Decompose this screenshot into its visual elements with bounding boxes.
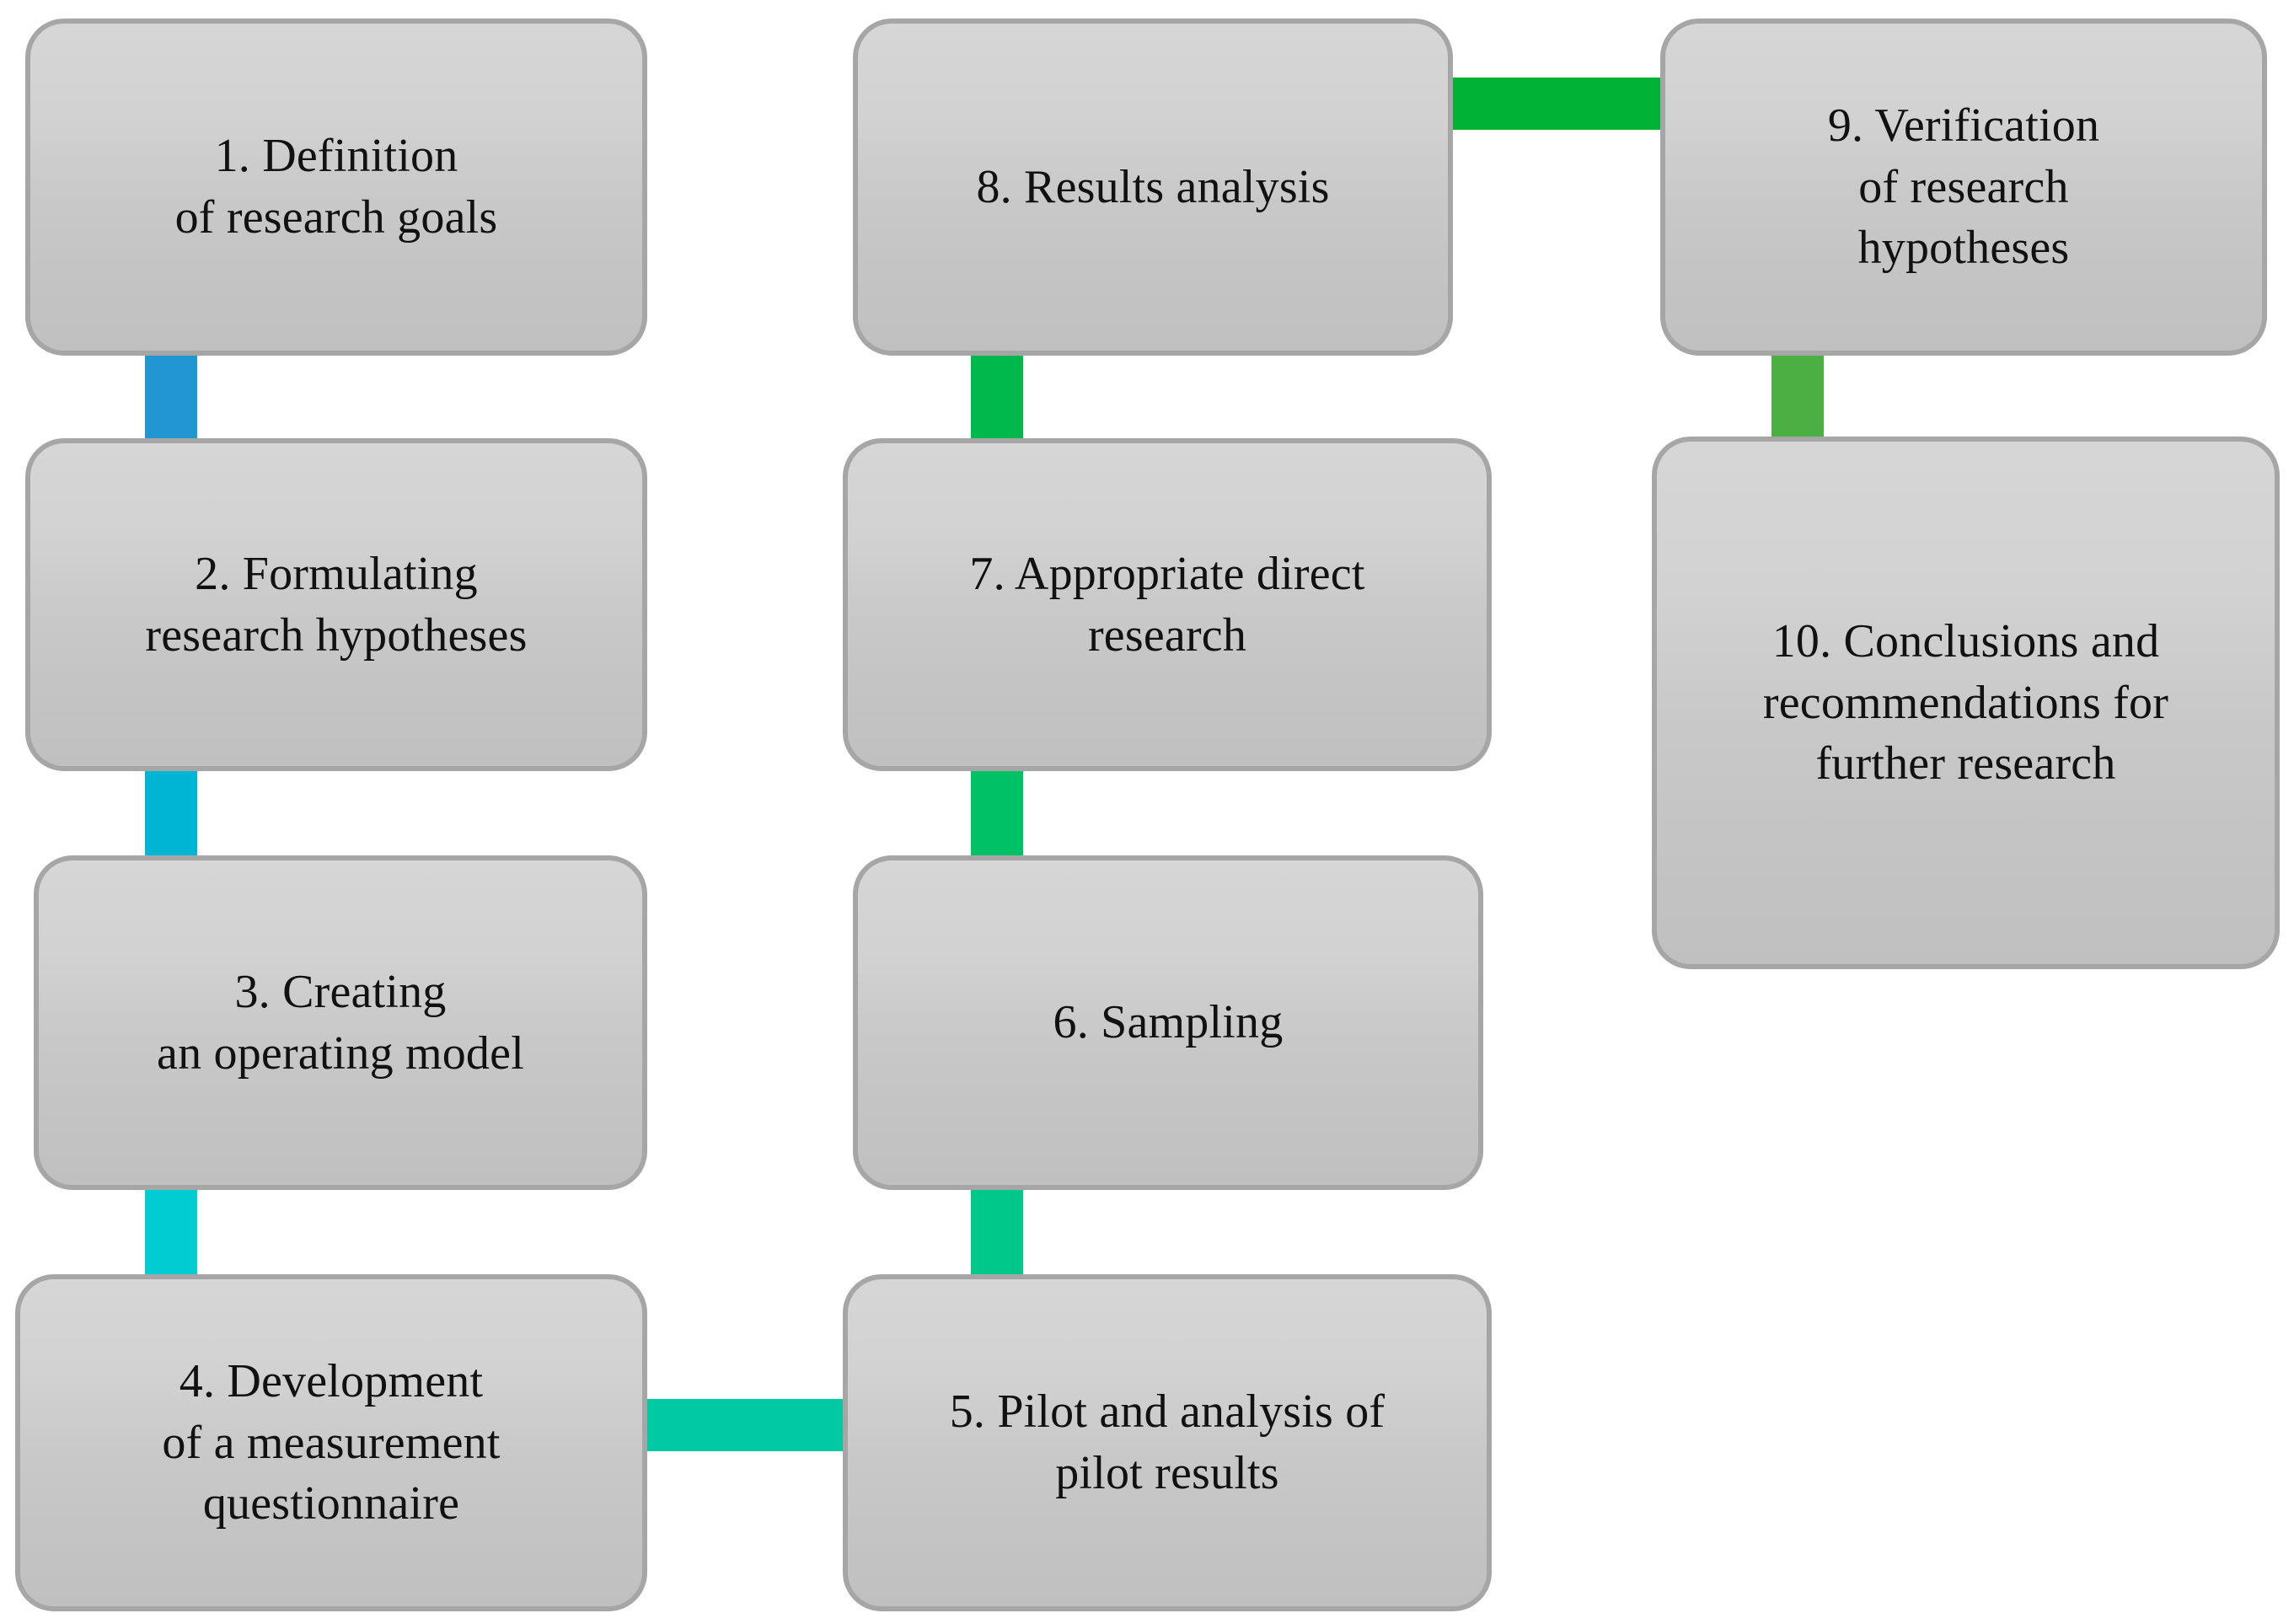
connector-6-7: [971, 768, 1023, 859]
step-5[interactable]: 5. Pilot and analysis of pilot results: [843, 1274, 1492, 1611]
connector-1-2: [145, 352, 197, 442]
step-6[interactable]: 6. Sampling: [853, 855, 1483, 1190]
step-7[interactable]: 7. Appropriate direct research: [843, 438, 1492, 771]
connector-9-10: [1771, 352, 1824, 442]
step-10[interactable]: 10. Conclusions and recommendations for …: [1652, 437, 2280, 969]
connector-7-8: [971, 352, 1023, 442]
step-1[interactable]: 1. Definition of research goals: [25, 19, 647, 356]
step-4[interactable]: 4. Development of a measurement question…: [15, 1274, 647, 1611]
step-9[interactable]: 9. Verification of research hypotheses: [1660, 19, 2267, 356]
step-2[interactable]: 2. Formulating research hypotheses: [25, 438, 647, 771]
connector-4-5: [642, 1399, 851, 1451]
step-3[interactable]: 3. Creating an operating model: [34, 855, 647, 1190]
connector-5-6: [971, 1187, 1023, 1278]
connector-3-4: [145, 1187, 197, 1278]
step-8[interactable]: 8. Results analysis: [853, 19, 1453, 356]
connector-8-9: [1448, 78, 1665, 130]
connector-2-3: [145, 768, 197, 859]
